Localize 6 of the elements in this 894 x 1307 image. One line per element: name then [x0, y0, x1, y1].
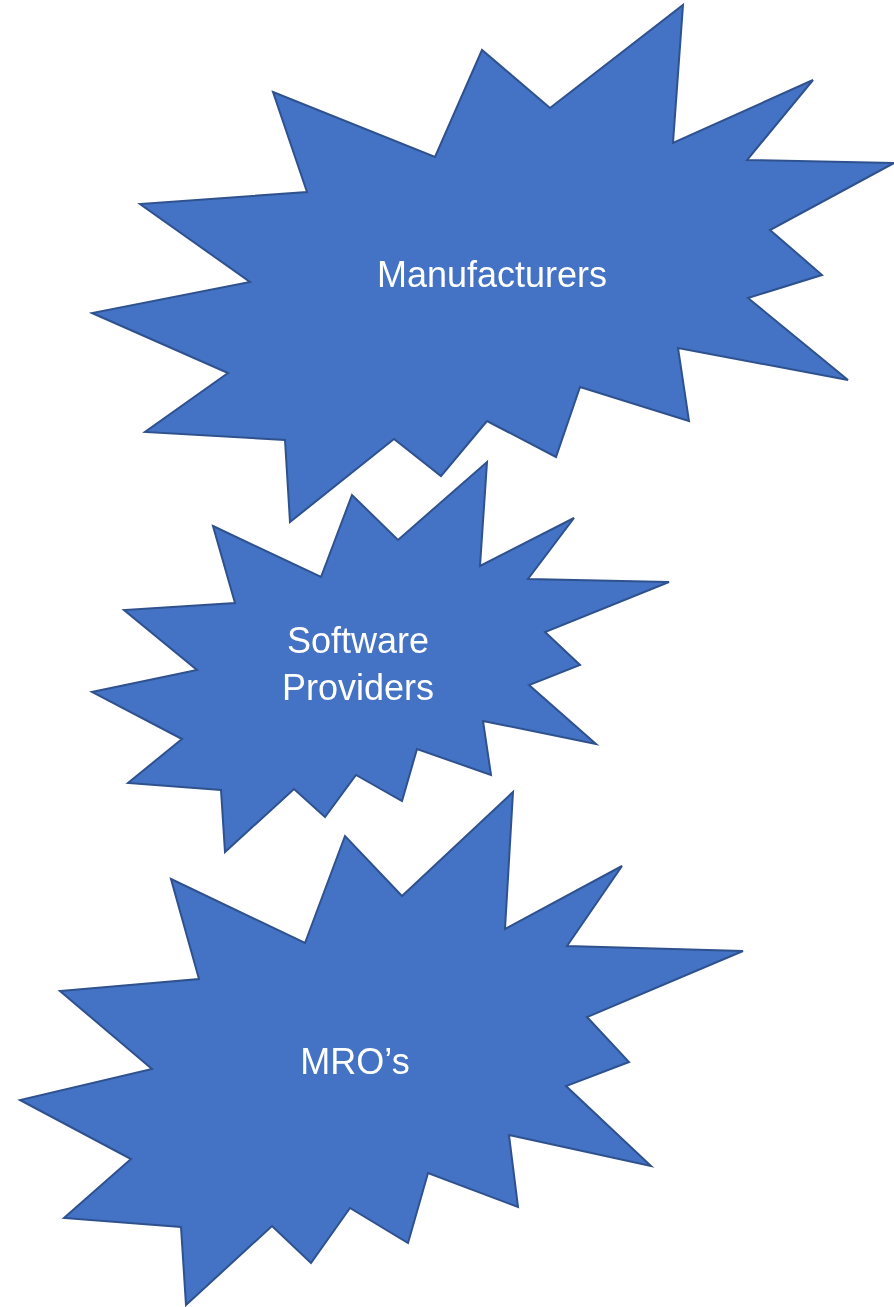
starburst-shape	[20, 792, 743, 1305]
node-label: Software Providers	[280, 619, 436, 710]
node-label: Manufacturers	[375, 252, 609, 297]
starburst-shape	[92, 5, 894, 522]
node-label: MRO’s	[299, 1039, 411, 1084]
starburst-shape	[92, 462, 669, 852]
